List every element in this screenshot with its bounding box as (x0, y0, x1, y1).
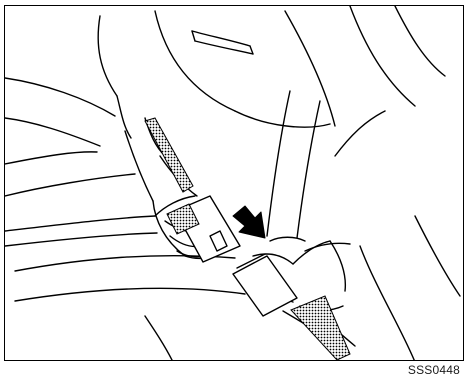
buckle-housing (233, 254, 297, 316)
shoulder-belt (267, 91, 320, 238)
buckle-tongue (155, 196, 240, 262)
lap-belt (5, 216, 157, 246)
illustration-frame (4, 5, 464, 361)
torso-outline (98, 6, 445, 127)
seat-belt-buckle-illustration (5, 6, 464, 361)
shoulder-belt-shade (145, 118, 193, 192)
seat-outline (5, 78, 460, 361)
arrow-icon (233, 206, 265, 238)
figure-code: SSS0448 (408, 363, 460, 377)
